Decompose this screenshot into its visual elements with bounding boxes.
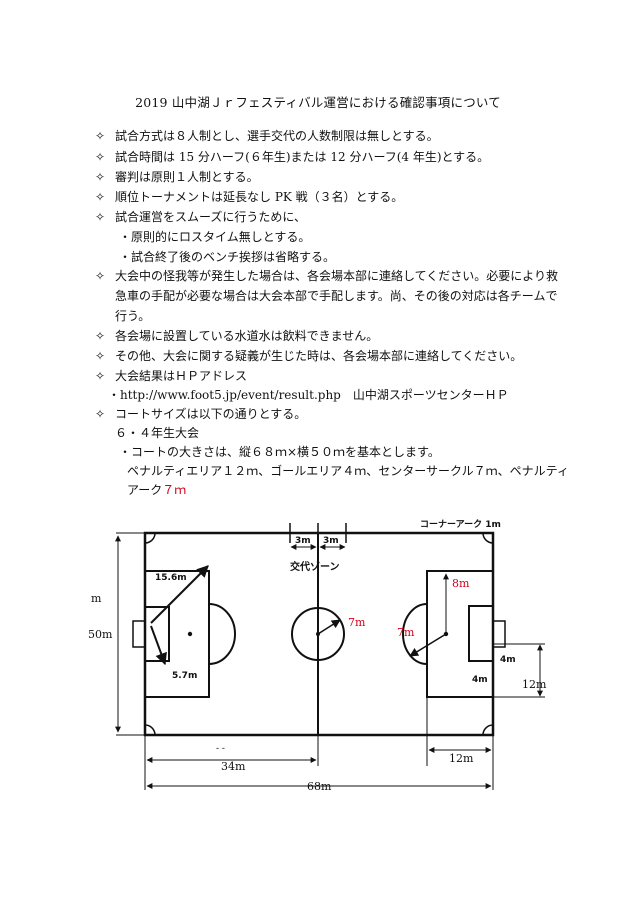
sub-item-bench-greeting: ・試合終了後のベンチ挨拶は省略する。 [119, 250, 336, 264]
width-50m-label: 50m [88, 628, 113, 641]
bullet-icon: ✧ [95, 269, 106, 283]
item-results: 大会結果はＨＰアドレス [115, 369, 248, 383]
bullet-icon: ✧ [95, 407, 106, 421]
bottom-12m-label: 12m [449, 752, 474, 765]
item-referee: 審判は原則１人制とする。 [115, 170, 259, 184]
item-injury-cont-2: 行う。 [115, 309, 151, 323]
areas-line-1: ペナルティエリア１２ｍ、ゴールエリア４ｍ、センターサークル７ｍ、ペナルティ [127, 464, 569, 478]
areas-line-2-prefix: アーク [127, 483, 163, 497]
right-goal [492, 620, 506, 648]
goal-area-width-label: 4m [472, 675, 488, 685]
corner-arc-label: コーナーアーク 1m [420, 519, 501, 530]
bullet-icon: ✧ [95, 150, 106, 164]
item-court-size: コートサイズは以下の通りとする。 [115, 407, 307, 421]
item-match-time: 試合時間は 15 分ハーフ(６年生)または 12 分ハーフ(4 年生)とする。 [115, 150, 490, 164]
right-penalty-arc [402, 603, 428, 665]
bottom-dash-label: - - [216, 744, 225, 754]
bullet-icon: ✧ [95, 369, 106, 383]
bullet-icon: ✧ [95, 129, 106, 143]
bullet-icon: ✧ [95, 170, 106, 184]
left-goal-area [144, 606, 170, 662]
item-match-format: 試合方式は８人制とし、選手交代の人数制限は無しとする。 [115, 129, 439, 143]
right-goal-area [468, 605, 494, 662]
penalty-arc-value: ７ｍ [162, 483, 187, 497]
right-top-dimension: 8m [452, 577, 470, 590]
court-dimensions: ・コートの大きさは、縦６８ｍ×横５０ｍを基本とします。 [119, 445, 440, 459]
bullet-icon: ✧ [95, 329, 106, 343]
right-12m-label: 12m [522, 678, 547, 691]
center-circle [291, 607, 345, 661]
item-smooth-operation: 試合運営をスムーズに行うために、 [115, 210, 307, 224]
goal-area-depth-label: 4m [500, 655, 516, 665]
stray-m-label: m [91, 592, 102, 605]
bullet-icon: ✧ [95, 190, 106, 204]
bullet-icon: ✧ [95, 349, 106, 363]
left-penalty-arc [208, 603, 236, 665]
diagonal-long-label: 15.6m [155, 573, 187, 583]
grade-label: ６・４年生大会 [115, 426, 200, 440]
bullet-icon: ✧ [95, 210, 106, 224]
zone-left-width: 3m [295, 536, 311, 546]
substitution-zone-label: 交代ゾーン [290, 560, 340, 573]
left-goal [132, 620, 146, 648]
item-tournament: 順位トーナメントは延長なし PK 戦（３名）とする。 [115, 190, 404, 204]
page-title: 2019 山中湖Ｊｒフェスティバル運営における確認事項について [135, 95, 501, 110]
length-34m-label: 34m [221, 760, 246, 773]
item-injury-cont-1: 急車の手配が必要な場合は大会本部で手配します。尚、その後の対応は各チームで [115, 289, 558, 303]
areas-line-2: アーク７ｍ [127, 482, 186, 498]
zone-right-width: 3m [323, 536, 339, 546]
item-water: 各会場に設置している水道水は飲料できません。 [115, 329, 379, 343]
center-circle-radius: 7m [348, 616, 366, 629]
results-url[interactable]: ・http://www.foot5.jp/event/result.php 山中… [108, 388, 509, 402]
right-arc-radius: 7m [397, 626, 415, 639]
sub-item-no-loss-time: ・原則的にロスタイム無しとする。 [119, 230, 311, 244]
diagonal-short-label: 5.7m [172, 671, 197, 681]
length-68m-label: 68m [307, 780, 332, 793]
item-questions: その他、大会に関する疑義が生じた時は、各会場本部に連絡してください。 [115, 349, 523, 363]
item-injury: 大会中の怪我等が発生した場合は、各会場本部に連絡してください。必要により救 [115, 269, 559, 283]
